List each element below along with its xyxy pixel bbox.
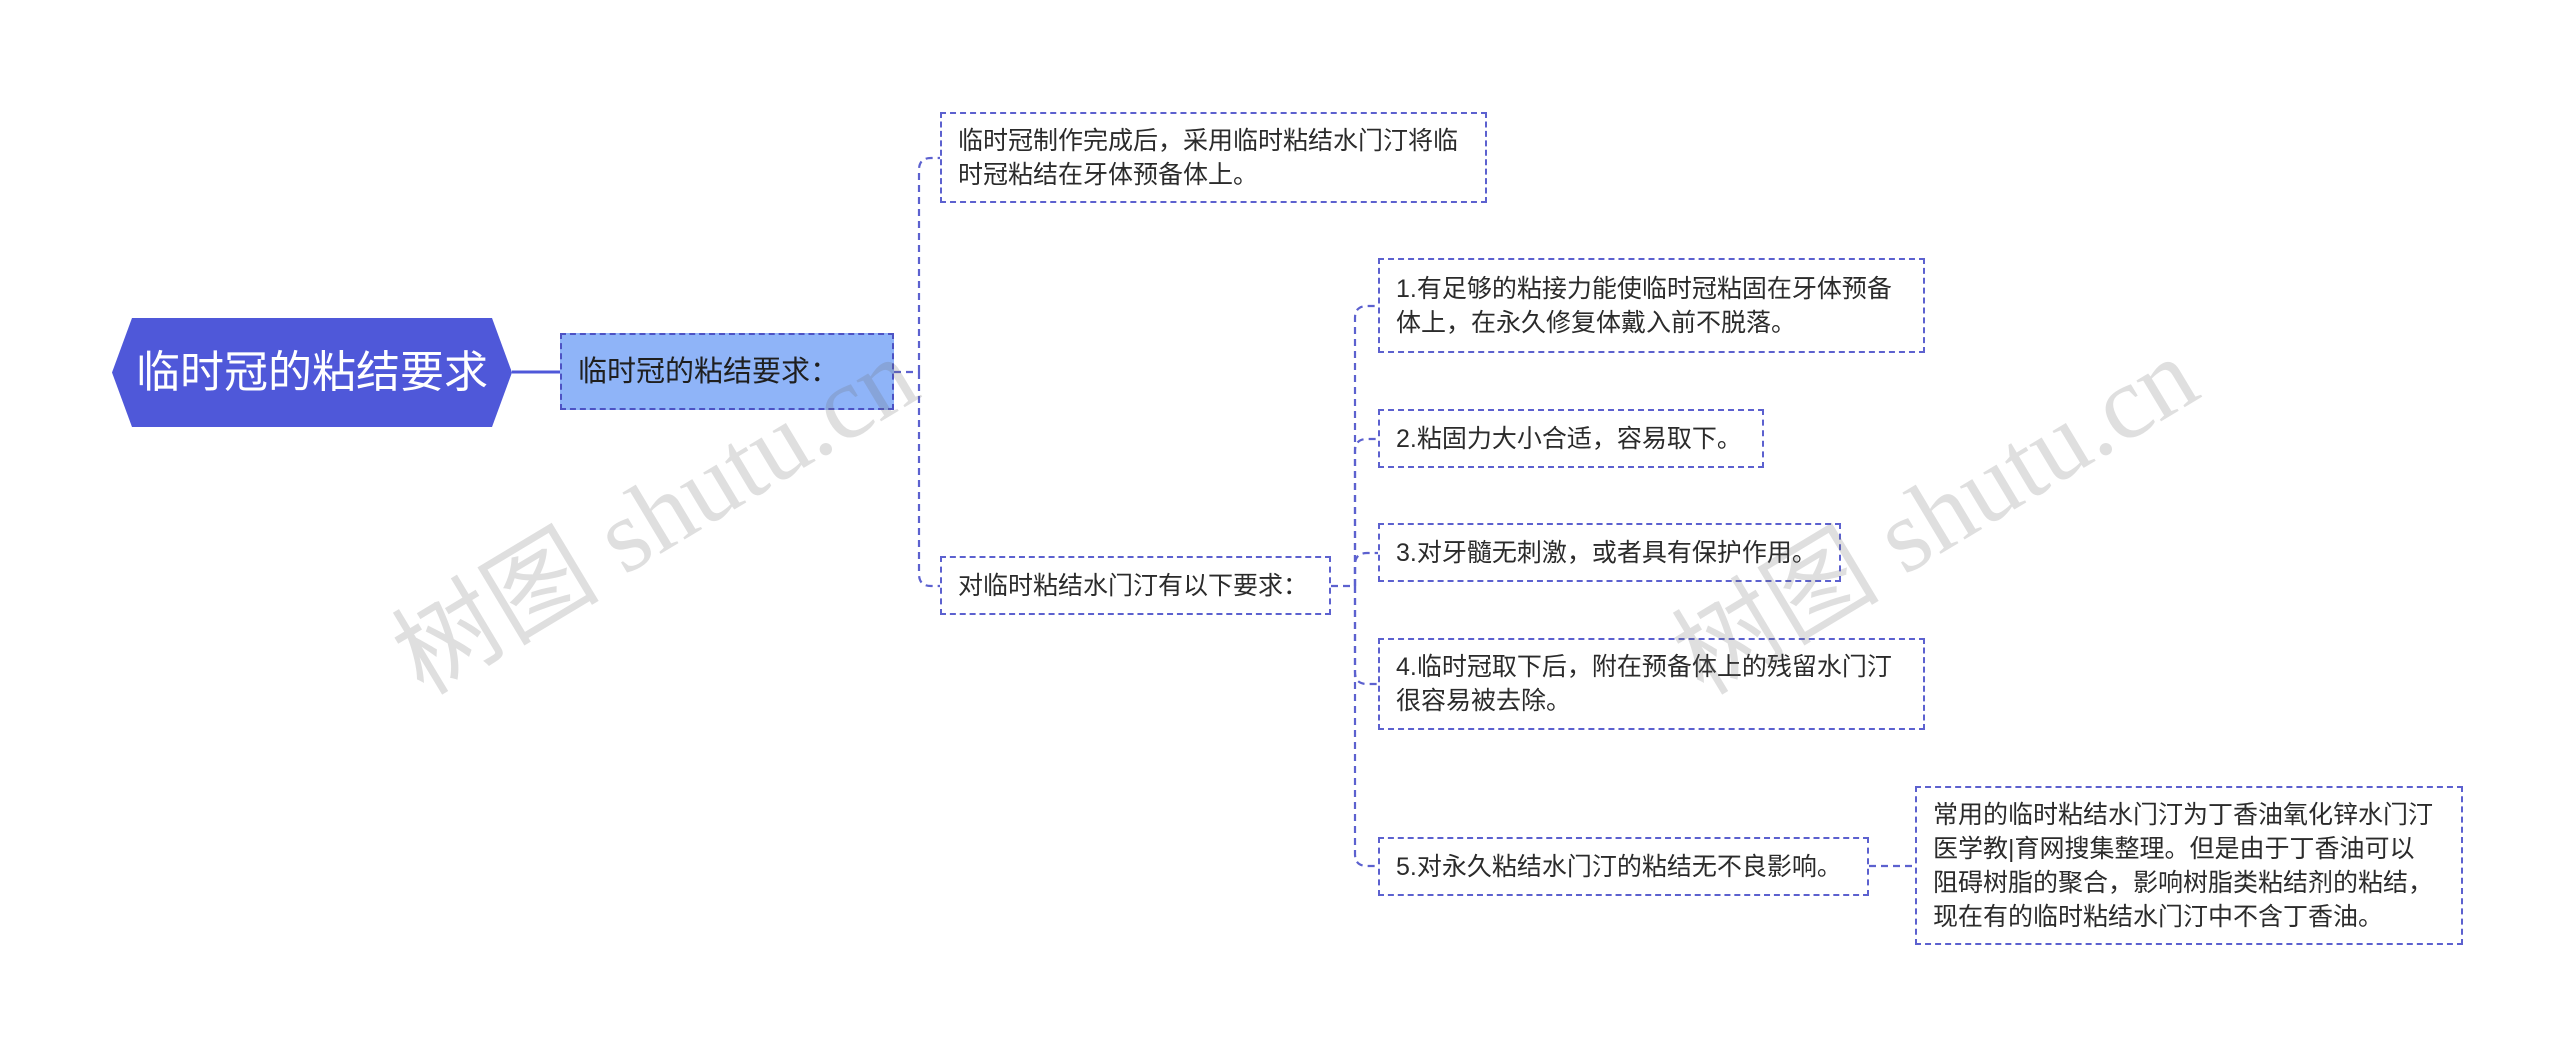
- requirement-node-2: 2.粘固力大小合适，容易取下。: [1378, 409, 1764, 468]
- root-node-label: 临时冠的粘结要求: [136, 347, 488, 397]
- connector-branch-2-to-item-5: [1353, 586, 1378, 868]
- connector-branch-2-to-item-2: [1353, 437, 1378, 586]
- branch-node-1-label: 临时冠制作完成后，采用临时粘结水门汀将临时冠粘结在牙体预备体上。: [958, 126, 1459, 189]
- requirement-node-5: 5.对永久粘结水门汀的粘结无不良影响。: [1378, 837, 1869, 896]
- requirement-node-1: 1.有足够的粘接力能使临时冠粘固在牙体预备体上，在永久修复体戴入前不脱落。: [1378, 258, 1925, 353]
- topic-node-label: 临时冠的粘结要求：: [578, 355, 840, 388]
- root-node: 临时冠的粘结要求: [112, 318, 512, 427]
- requirement-node-2-label: 2.粘固力大小合适，容易取下。: [1396, 424, 1742, 453]
- branch-node-2: 对临时粘结水门汀有以下要求：: [940, 556, 1331, 615]
- requirement-node-5-label: 5.对永久粘结水门汀的粘结无不良影响。: [1396, 852, 1842, 881]
- requirement-node-3: 3.对牙髓无刺激，或者具有保护作用。: [1378, 523, 1841, 582]
- topic-node: 临时冠的粘结要求：: [560, 333, 894, 410]
- branch-node-2-label: 对临时粘结水门汀有以下要求：: [958, 571, 1309, 600]
- requirement-node-4: 4.临时冠取下后，附在预备体上的残留水门汀很容易被去除。: [1378, 638, 1925, 730]
- connector-branch-2-to-item-3: [1353, 551, 1378, 586]
- branch-node-1: 临时冠制作完成后，采用临时粘结水门汀将临时冠粘结在牙体预备体上。: [940, 112, 1487, 203]
- connector-branch-2-to-item-1: [1353, 304, 1378, 586]
- requirement-node-1-label: 1.有足够的粘接力能使临时冠粘固在牙体预备体上，在永久修复体戴入前不脱落。: [1396, 274, 1892, 337]
- connector-branch-2-to-item-4: [1353, 586, 1378, 686]
- note-node-text: 常用的临时粘结水门汀为丁香油氧化锌水门汀医学教|育网搜集整理。但是由于丁香油可以…: [1933, 800, 2434, 931]
- connector-topic-to-branch-2: [917, 372, 940, 588]
- requirement-node-3-label: 3.对牙髓无刺激，或者具有保护作用。: [1396, 538, 1817, 567]
- note-node: 常用的临时粘结水门汀为丁香油氧化锌水门汀医学教|育网搜集整理。但是由于丁香油可以…: [1915, 786, 2463, 945]
- connector-topic-to-branch-1: [917, 156, 940, 372]
- requirement-node-4-label: 4.临时冠取下后，附在预备体上的残留水门汀很容易被去除。: [1396, 653, 1892, 715]
